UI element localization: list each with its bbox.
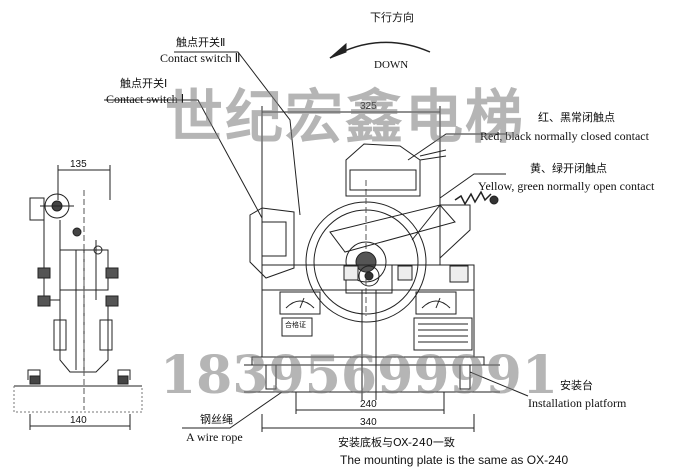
installation-platform-en: Installation platform bbox=[528, 396, 627, 410]
contact-switch-1-cn: 触点开关Ⅰ bbox=[120, 77, 168, 90]
normally-open-en: Yellow, green normally open contact bbox=[478, 179, 655, 193]
wire-rope-cn: 钢丝绳 bbox=[200, 413, 233, 426]
installation-platform-cn: 安装台 bbox=[560, 379, 593, 392]
contact-switch-2-en: Contact switch Ⅱ bbox=[160, 51, 241, 65]
watermark-phone: 18395699991 bbox=[160, 345, 558, 406]
leader-lines bbox=[104, 51, 529, 429]
watermark-company: 世纪宏鑫电梯 bbox=[165, 83, 526, 151]
side-view bbox=[13, 165, 143, 430]
normally-closed-cn: 红、黑常闭触点 bbox=[538, 111, 615, 124]
dimension-140: 140 bbox=[70, 415, 87, 426]
dimension-340: 340 bbox=[360, 417, 377, 428]
direction-label-en: DOWN bbox=[374, 59, 409, 71]
dimension-135: 135 bbox=[70, 159, 87, 170]
front-view bbox=[244, 41, 500, 432]
contact-switch-2-cn: 触点开关Ⅱ bbox=[176, 36, 226, 49]
certificate-label: 合格证 bbox=[285, 321, 306, 329]
direction-label-cn: 下行方向 bbox=[370, 11, 414, 24]
wire-rope-en: A wire rope bbox=[186, 430, 243, 444]
normally-open-cn: 黄、绿开闭触点 bbox=[530, 162, 607, 175]
mounting-plate-cn: 安装底板与OX-240一致 bbox=[338, 436, 455, 449]
dimension-240: 240 bbox=[360, 399, 377, 410]
dimension-325: 325 bbox=[360, 101, 377, 112]
contact-switch-1-en: Contact switch Ⅰ bbox=[106, 92, 185, 106]
normally-closed-en: Red, black normally closed contact bbox=[480, 129, 649, 143]
mounting-plate-en: The mounting plate is the same as OX-240 bbox=[340, 453, 569, 467]
